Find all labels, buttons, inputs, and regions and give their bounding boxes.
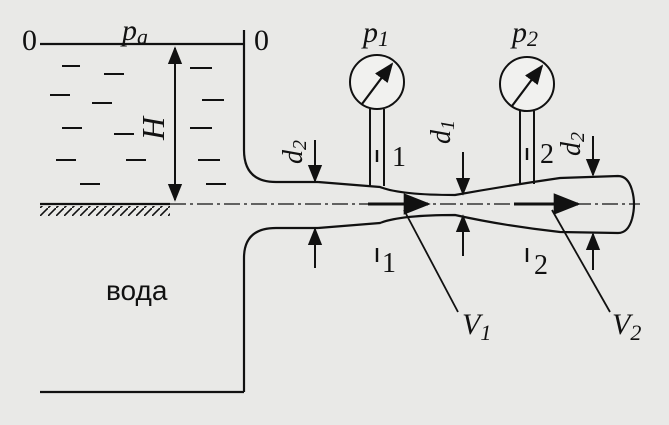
atm-pressure-label: pa [120, 14, 148, 49]
head-label: H [135, 115, 171, 141]
d-outlet-label: d2 [556, 132, 589, 156]
v2-label: V2 [612, 308, 641, 345]
d-throat-label: d1 [426, 120, 459, 144]
floor-hatching [40, 206, 170, 216]
v1-label: V1 [462, 308, 491, 345]
section-2-top-label: 2 [540, 139, 554, 170]
water-dashes [50, 65, 226, 185]
v1-leader [403, 209, 459, 313]
fluid-label: вода [106, 275, 168, 306]
gauge-1-label: p1 [361, 16, 389, 51]
diameter-arrows [307, 136, 601, 270]
tank-right-wall-upper [242, 30, 318, 184]
pipe-top-wall [317, 174, 634, 197]
section-marks [375, 148, 529, 262]
section-1-top-label: 1 [392, 142, 406, 173]
pipe-bottom-wall [317, 213, 634, 235]
tank-right-wall-lower [242, 226, 318, 392]
v2-leader [551, 209, 611, 313]
tank [40, 30, 318, 394]
section-0-right-label: 0 [254, 24, 269, 57]
gauge-2-needle [511, 64, 544, 107]
section-1-bottom-label: 1 [382, 248, 396, 279]
gauge-1-needle [361, 62, 394, 105]
section-0-left-label: 0 [22, 24, 37, 57]
section-2-bottom-label: 2 [534, 250, 548, 281]
d-inlet-label: d2 [278, 140, 311, 164]
gauge-2-label: p2 [510, 16, 538, 51]
